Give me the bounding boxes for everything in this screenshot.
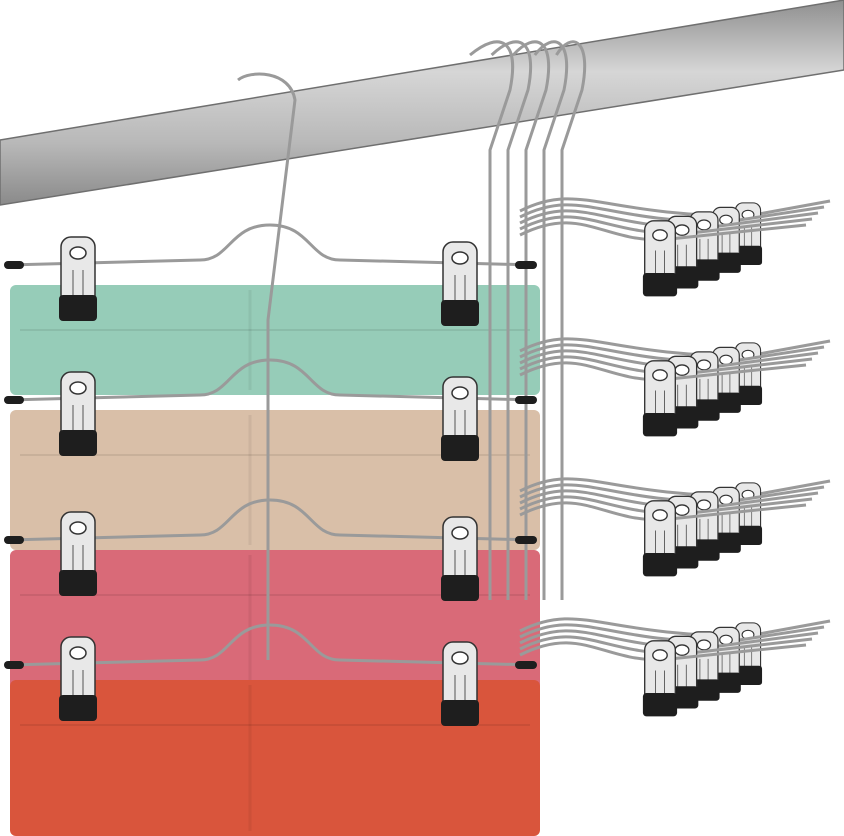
clip <box>711 346 741 413</box>
closet-rod <box>0 0 844 206</box>
front-hook <box>237 72 297 660</box>
clip <box>642 640 678 717</box>
front-tier <box>4 623 537 726</box>
side-tier <box>519 477 831 577</box>
front-tier <box>4 358 537 461</box>
hook-wire <box>533 40 569 600</box>
clip <box>59 371 97 456</box>
clip <box>441 516 479 601</box>
side-tier <box>519 197 831 297</box>
clip <box>441 241 479 326</box>
side-tier <box>519 337 831 437</box>
clip <box>441 641 479 726</box>
side-hanger-stack <box>469 40 831 717</box>
clip <box>711 206 741 273</box>
clip <box>59 236 97 321</box>
clip <box>642 220 678 297</box>
hook-wire <box>490 40 533 600</box>
side-tier <box>519 617 831 717</box>
clip <box>642 360 678 437</box>
clip <box>59 636 97 721</box>
hook-wire <box>469 40 515 600</box>
front-hanger <box>4 72 537 726</box>
mint-skirt <box>10 285 540 395</box>
hook-wire <box>512 40 551 600</box>
clip <box>711 626 741 693</box>
clip <box>441 376 479 461</box>
garments <box>10 285 540 836</box>
clip <box>642 500 678 577</box>
clip <box>59 511 97 596</box>
front-tier <box>4 223 537 326</box>
front-tier <box>4 498 537 601</box>
hook-wire <box>555 40 587 600</box>
